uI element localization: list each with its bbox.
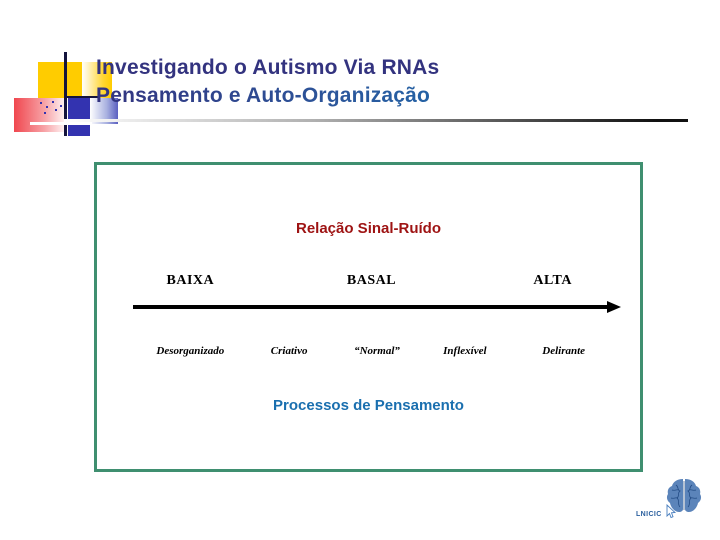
process-label: Inflexível	[443, 345, 487, 357]
scale-level-label: ALTA	[533, 273, 572, 288]
thought-process-labels: Desorganizado Criativo “Normal” Inflexível D…	[97, 345, 646, 365]
logo-horizontal-rule-dark	[64, 96, 98, 98]
slide-title-line-2: Pensamento e Auto-Organização	[96, 82, 696, 110]
signal-noise-scale-labels: BAIXA BASAL ALTA	[97, 273, 646, 293]
decorative-logo	[14, 52, 118, 136]
brain-icon	[666, 479, 702, 512]
title-divider	[64, 119, 688, 122]
logo-dot-pattern	[40, 100, 64, 116]
process-label: “Normal”	[354, 345, 400, 357]
logo-horizontal-rule-light	[30, 122, 92, 125]
scale-level-label: BASAL	[346, 273, 397, 288]
scale-arrow-head-icon	[607, 301, 621, 313]
slide-title: Investigando o Autismo Via RNAs Pensamen…	[96, 54, 696, 110]
logo-vertical-rule	[64, 52, 67, 136]
logo-yellow-gradient	[82, 62, 112, 100]
panel-heading: Relação Sinal-Ruído	[295, 220, 442, 237]
slide-title-line-1: Investigando o Autismo Via RNAs	[96, 56, 440, 79]
logo-blue-square	[68, 98, 90, 136]
scale-arrow	[133, 301, 621, 313]
content-panel: Relação Sinal-Ruído BAIXA BASAL ALTA Desor…	[94, 162, 643, 472]
process-label: Desorganizado	[156, 345, 225, 357]
process-label: Criativo	[270, 345, 308, 357]
brand-logo: LNICIC	[636, 474, 720, 536]
panel-caption: Processos de Pensamento	[273, 397, 464, 414]
cursor-pointer-icon	[666, 504, 677, 519]
logo-yellow-square	[38, 62, 82, 100]
scale-arrow-line	[133, 305, 611, 309]
brand-name: LNICIC	[636, 511, 662, 518]
scale-level-label: BAIXA	[166, 273, 215, 288]
process-label: Delirante	[542, 345, 586, 357]
